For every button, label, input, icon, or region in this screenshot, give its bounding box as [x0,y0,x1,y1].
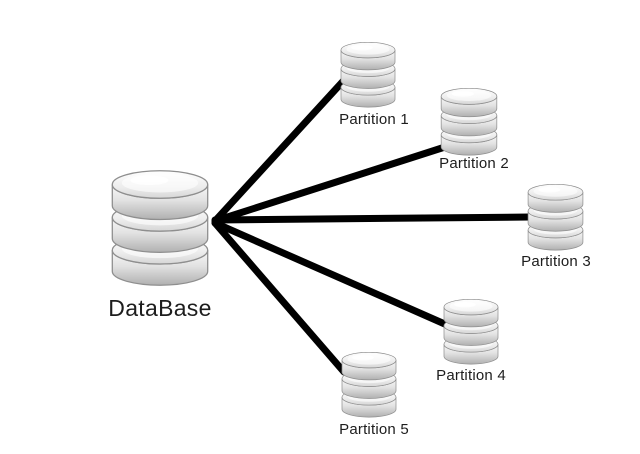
database-icon [111,170,209,286]
database-label: DataBase [108,295,212,321]
partition-5-node [339,351,399,418]
partition-2-node [438,87,500,156]
partition-5-label: Partition 5 [339,421,409,438]
database-icon [340,41,396,108]
partition-3-node [525,183,586,251]
partition-2-label: Partition 2 [439,155,509,172]
connector-line-partition-4 [211,219,451,329]
connector-line-partition-1 [211,74,350,225]
connector-line-partition-5 [211,219,348,376]
partition-3-label: Partition 3 [521,253,591,270]
partition-4-node [441,298,501,365]
database-icon [443,298,499,365]
database-icon [341,351,397,418]
database-icon [440,87,498,156]
partition-1-node [338,41,398,108]
database-icon [527,183,584,251]
partition-1-label: Partition 1 [339,111,409,128]
connector-line-partition-2 [211,143,449,225]
partition-4-label: Partition 4 [436,367,506,384]
connector-line-partition-3 [211,213,534,224]
database-node [107,170,213,287]
